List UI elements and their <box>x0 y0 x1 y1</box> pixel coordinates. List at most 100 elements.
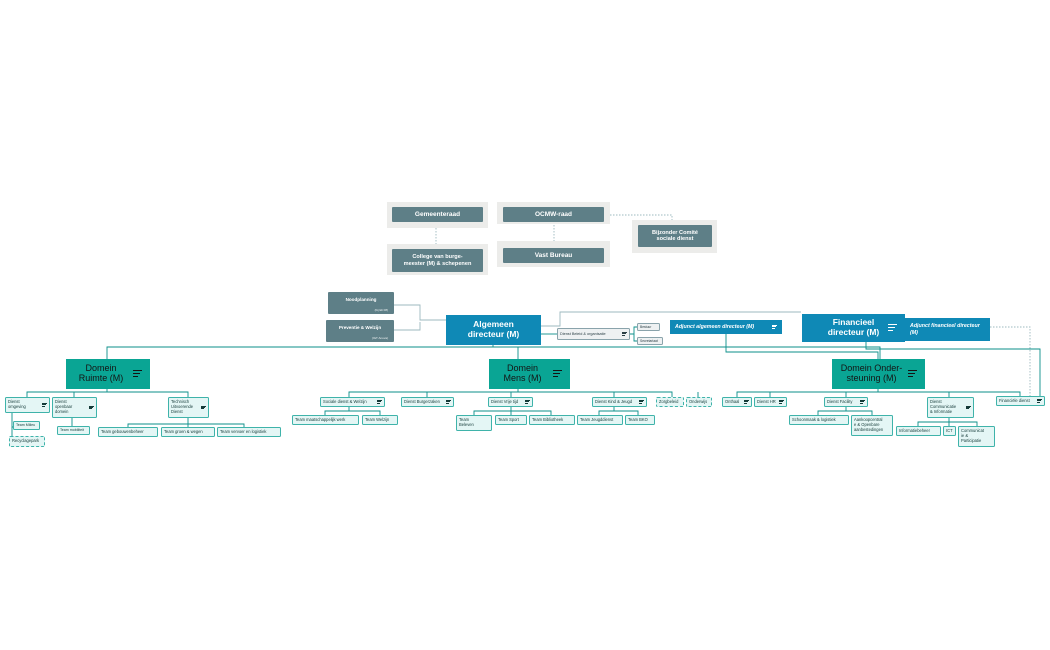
node-dienst-burgerzaken[interactable]: Dienst Burgerzaken <box>401 397 454 407</box>
node-team-mobiliteit[interactable]: Team mobiliteit <box>57 426 90 435</box>
node-label: Team vervoer en logistiek <box>220 428 267 434</box>
node-label: Team Beleven <box>459 417 474 427</box>
node-label: Financiële dienst <box>999 397 1030 403</box>
node-label: Team Sport <box>498 416 519 422</box>
notes-icon <box>89 405 94 410</box>
node-label: College van burge- meester (M) & schepen… <box>403 254 472 267</box>
node-team-bibliotheek[interactable]: Team Bibliotheek <box>529 415 575 425</box>
node-dienst-hr[interactable]: Dienst HR <box>754 397 787 407</box>
notes-icon <box>908 370 917 378</box>
node-onthaal[interactable]: Onthaal <box>722 397 752 407</box>
node-dienst-beleid[interactable]: Dienst Beleid & organisatie <box>557 328 630 340</box>
node-vast-bureau[interactable]: Vast Bureau <box>503 248 604 263</box>
node-label: Team Welzijn <box>365 416 390 422</box>
node-team-groen-wegen[interactable]: Team groen & wegen <box>161 427 215 437</box>
node-schoonmaak-logistiek[interactable]: Schoonmaak & logistiek <box>789 415 849 425</box>
node-bijzonder-comite[interactable]: Bijzonder Comité sociale dienst <box>638 225 712 247</box>
node-label: OCMW-raad <box>534 210 573 218</box>
node-label: Recyclagepark <box>12 438 40 444</box>
node-domein-mens[interactable]: Domein Mens (M) <box>489 359 570 389</box>
node-label: Preventie & Welzijn <box>338 325 382 330</box>
node-zorgbeleid[interactable]: Zorgbeleid <box>656 397 684 407</box>
node-label: Technisch Uitvoerende Dienst <box>171 399 194 414</box>
node-label: Team BKO <box>628 416 648 422</box>
node-recyclagepark[interactable]: Recyclagepark <box>9 436 45 447</box>
node-sublabel: (IGT Anova) <box>371 335 388 340</box>
node-label: ICT <box>946 427 953 433</box>
node-label: Domein Ruimte (M) <box>78 363 124 383</box>
node-ict[interactable]: ICT <box>943 426 956 436</box>
node-label: Schoonmaak & logistiek <box>792 416 836 422</box>
notes-icon <box>772 325 777 329</box>
node-label: Sociale dienst & Welzijn <box>323 398 367 404</box>
node-communicatie-participatie[interactable]: Communicat ie & Participatie <box>958 426 995 447</box>
node-dienst-communicatie-informatie[interactable]: Dienst Communicatie & Informatie <box>927 397 974 418</box>
node-label: Financieel directeur (M) <box>827 317 880 337</box>
node-label: Team mobiliteit <box>60 428 84 433</box>
node-label: Dienst Facility <box>827 398 853 404</box>
notes-icon <box>966 405 971 410</box>
node-label: Team Milieu <box>16 423 36 428</box>
node-domein-ruimte[interactable]: Domein Ruimte (M) <box>66 359 150 389</box>
notes-icon <box>1037 399 1042 403</box>
node-preventie-welzijn[interactable]: Preventie & Welzijn (IGT Anova) <box>326 320 394 342</box>
node-label: Dienst openbaar domein <box>55 399 73 414</box>
node-aankoopcentrale[interactable]: Aankoopcentral e & Openbare aanbesteding… <box>851 415 893 436</box>
node-label: Noodplanning <box>345 297 377 302</box>
node-label: Team maatschappelijk werk <box>295 416 346 422</box>
node-team-gebouwenbeheer[interactable]: Team gebouwenbeheer <box>98 427 158 437</box>
node-label: Zorgbeleid <box>659 398 679 404</box>
node-team-welzijn[interactable]: Team Welzijn <box>362 415 398 425</box>
node-dienst-openbaar-domein[interactable]: Dienst openbaar domein <box>52 397 97 418</box>
notes-icon <box>201 405 206 410</box>
node-adjunct-financieel-directeur[interactable]: Adjunct financieel directeur (M) <box>905 318 990 341</box>
node-label: Bestuur <box>640 325 652 329</box>
node-label: Secretariaat <box>640 339 658 343</box>
node-noodplanning[interactable]: Noodplanning (bij Eli 08) <box>328 292 394 314</box>
node-adjunct-algemeen-directeur[interactable]: Adjunct algemeen directeur (M) <box>670 320 782 334</box>
notes-icon <box>622 332 627 336</box>
node-label: Team Jeugddienst <box>580 416 614 422</box>
node-label: Dienst Beleid & organisatie <box>560 332 606 336</box>
node-bestuur[interactable]: Bestuur <box>637 323 660 331</box>
node-team-sport[interactable]: Team Sport <box>495 415 527 425</box>
node-team-jeugddienst[interactable]: Team Jeugddienst <box>577 415 623 425</box>
node-label: Dienst HR <box>757 398 776 404</box>
node-label: Dienst Kind & Jeugd <box>595 398 633 404</box>
node-label: Gemeenteraad <box>414 210 461 218</box>
node-dienst-facility[interactable]: Dienst Facility <box>824 397 868 407</box>
node-domein-ondersteuning[interactable]: Domein Onder- steuning (M) <box>832 359 925 389</box>
node-ocmw-raad[interactable]: OCMW-raad <box>503 207 604 222</box>
notes-icon <box>553 370 562 378</box>
node-label: Team Bibliotheek <box>532 416 564 422</box>
node-algemeen-directeur[interactable]: Algemeen directeur (M) <box>446 315 541 345</box>
node-label: Dienst Communicatie & Informatie <box>930 399 957 414</box>
node-financiele-dienst[interactable]: Financiële dienst <box>996 396 1045 406</box>
node-informatiebeheer[interactable]: Informatiebeheer <box>896 426 941 436</box>
node-team-milieu[interactable]: Team Milieu <box>13 421 40 430</box>
node-label: Dienst Burgerzaken <box>404 398 440 404</box>
node-team-beleven[interactable]: Team Beleven <box>456 415 492 431</box>
node-financieel-directeur[interactable]: Financieel directeur (M) <box>802 314 905 342</box>
node-sublabel: (bij Eli 08) <box>374 307 388 312</box>
notes-icon <box>446 400 451 404</box>
node-technisch-uitvoerende-dienst[interactable]: Technisch Uitvoerende Dienst <box>168 397 209 418</box>
node-team-maatschappelijk-werk[interactable]: Team maatschappelijk werk <box>292 415 359 425</box>
node-gemeenteraad[interactable]: Gemeenteraad <box>392 207 483 222</box>
node-label: Adjunct algemeen directeur (M) <box>675 323 755 330</box>
node-college[interactable]: College van burge- meester (M) & schepen… <box>392 249 483 272</box>
node-label: Informatiebeheer <box>899 427 930 433</box>
node-dienst-omgeving[interactable]: Dienst omgeving <box>5 397 50 413</box>
node-team-vervoer-logistiek[interactable]: Team vervoer en logistiek <box>217 427 281 437</box>
node-secretariaat[interactable]: Secretariaat <box>637 337 663 345</box>
node-onderwijs[interactable]: Onderwijs <box>686 397 712 407</box>
node-label: Domein Mens (M) <box>503 363 542 383</box>
node-dienst-vrije-tijd[interactable]: Dienst Vrije tijd <box>488 397 533 407</box>
notes-icon <box>525 400 530 404</box>
node-team-bko[interactable]: Team BKO <box>625 415 655 425</box>
node-label: Dienst omgeving <box>8 399 26 409</box>
notes-icon <box>779 400 784 404</box>
node-sociale-dienst-welzijn[interactable]: Sociale dienst & Welzijn <box>320 397 385 407</box>
node-label: Domein Onder- steuning (M) <box>840 363 903 383</box>
node-dienst-kind-jeugd[interactable]: Dienst Kind & Jeugd <box>592 397 647 407</box>
